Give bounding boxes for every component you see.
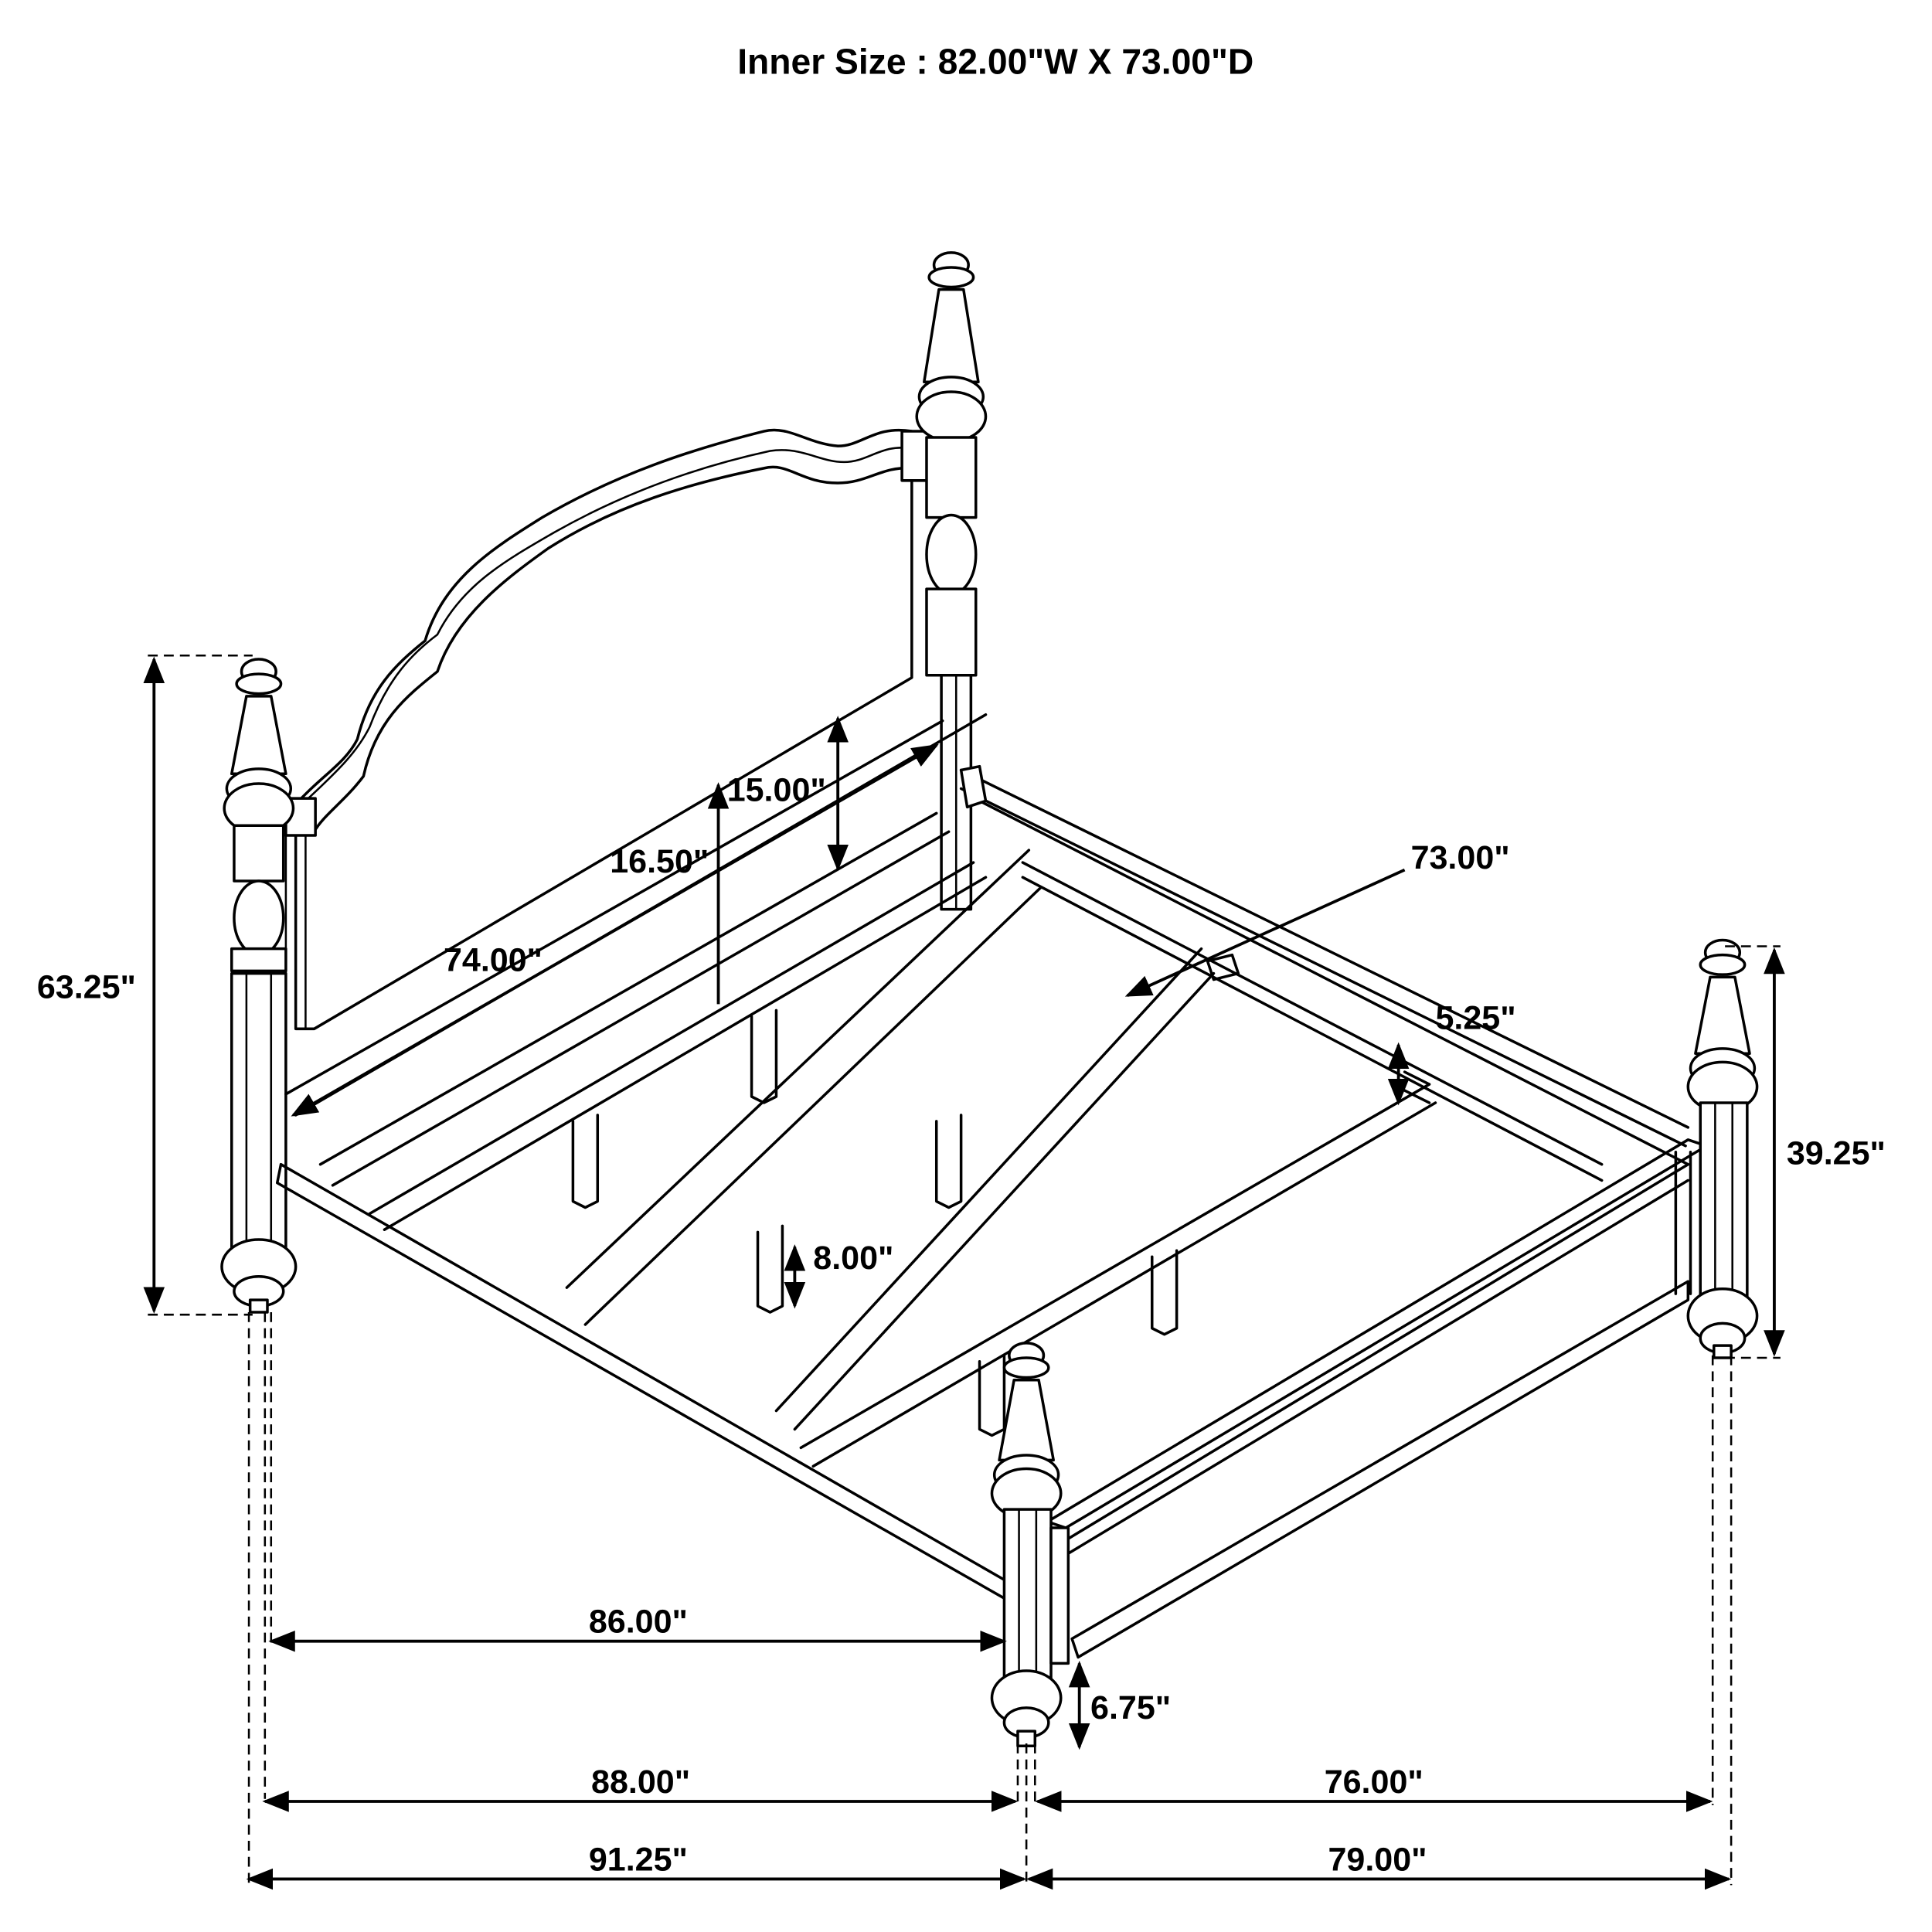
- footboard-top-rail: [1046, 1138, 1708, 1529]
- post-footboard-right: [1686, 938, 1759, 1359]
- label-91-25: 91.25": [589, 1841, 688, 1878]
- dimension-lines: [143, 654, 1785, 1890]
- label-floor-clearance: 6.75": [1090, 1689, 1171, 1726]
- label-16-50: 16.50": [610, 843, 709, 880]
- label-inner-depth: 73.00": [1411, 839, 1510, 876]
- label-15-00: 15.00": [727, 771, 826, 808]
- side-rail-left: [275, 1162, 1012, 1604]
- slat-1: [565, 849, 1043, 1326]
- footboard-bottom-rail: [1070, 1280, 1690, 1659]
- post-headboard-right: [915, 251, 988, 911]
- label-88: 88.00": [591, 1764, 690, 1801]
- label-79: 79.00": [1328, 1841, 1427, 1878]
- dimension-labels: 63.25" 39.25" 16.50" 15.00" 74.00" 73.00…: [37, 771, 1886, 1878]
- label-76: 76.00": [1325, 1764, 1423, 1801]
- headboard-panel: [294, 479, 913, 1031]
- post-headboard-left: [220, 658, 298, 1314]
- slat-2: [774, 947, 1216, 1431]
- label-86: 86.00": [589, 1604, 688, 1641]
- label-inner-length: 74.00": [444, 941, 543, 978]
- label-footboard-height: 39.25": [1787, 1135, 1886, 1172]
- post-footboard-left: [990, 1342, 1070, 1748]
- label-center-leg: 8.00": [813, 1240, 893, 1277]
- page-title: Inner Size : 82.00"W X 73.00"D: [737, 42, 1253, 82]
- slat-3: [799, 1083, 1437, 1468]
- bed-frame-illustration: [220, 251, 1759, 1748]
- label-overall-height: 63.25": [37, 968, 136, 1005]
- label-side-rail-height: 5.25": [1435, 999, 1515, 1036]
